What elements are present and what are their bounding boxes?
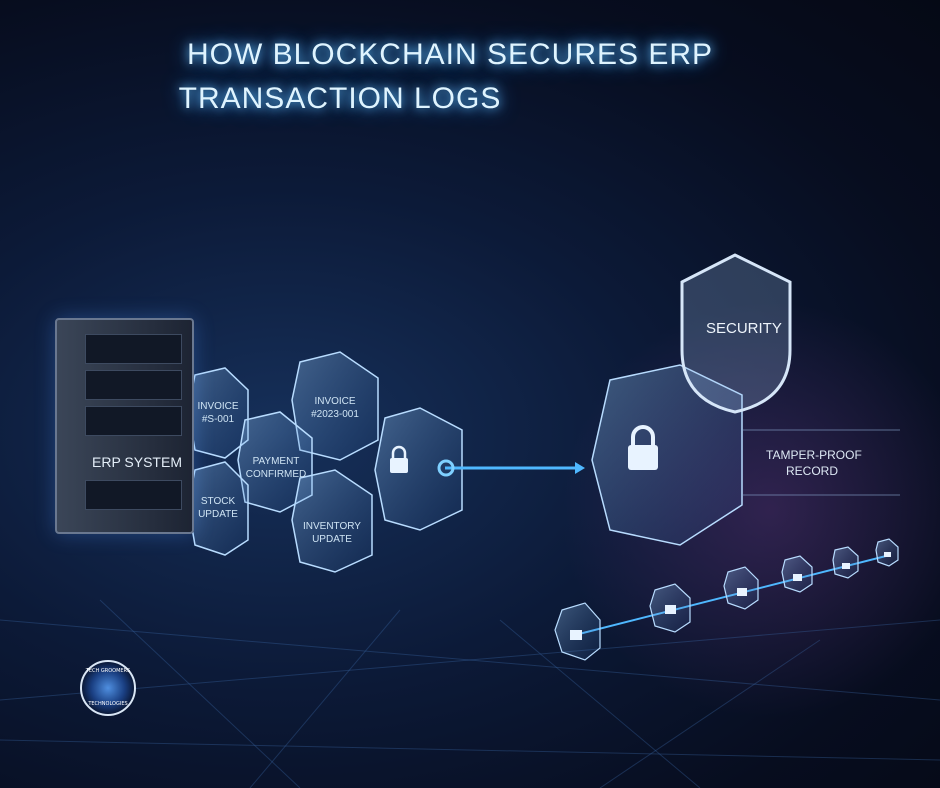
lock-chain: [554, 538, 899, 661]
lock-icon: [884, 552, 891, 557]
lock-icon: [793, 574, 802, 581]
lock-icon: [570, 630, 582, 640]
security-label: SECURITY: [706, 320, 782, 337]
lock-icon: [390, 458, 408, 473]
erp-server: [55, 318, 194, 534]
erp-system-label: ERP SYSTEM: [92, 454, 182, 470]
arrow-head: [575, 462, 585, 474]
title-line-1: HOW BLOCKCHAIN SECURES ERP: [186, 38, 714, 71]
title-line-2: TRANSACTION LOGS: [178, 82, 502, 115]
block-label: INVOICE#S-001: [197, 401, 239, 425]
company-logo: TECH GROOMERS TECHNOLOGIES: [80, 660, 136, 716]
block: [374, 407, 463, 531]
lock-icon: [665, 605, 676, 614]
lock-icons: [390, 425, 891, 640]
shield-shape: [680, 253, 792, 414]
block: [291, 469, 373, 573]
network-grid: [0, 599, 940, 788]
lock-icon: [842, 563, 850, 569]
block-label: INVOICE#2023-001: [311, 396, 359, 420]
arrow-origin-node: [437, 459, 455, 477]
lock-icon: [628, 445, 658, 470]
block: [291, 351, 379, 461]
lock-icon: [737, 588, 747, 596]
main-block: [591, 364, 743, 546]
